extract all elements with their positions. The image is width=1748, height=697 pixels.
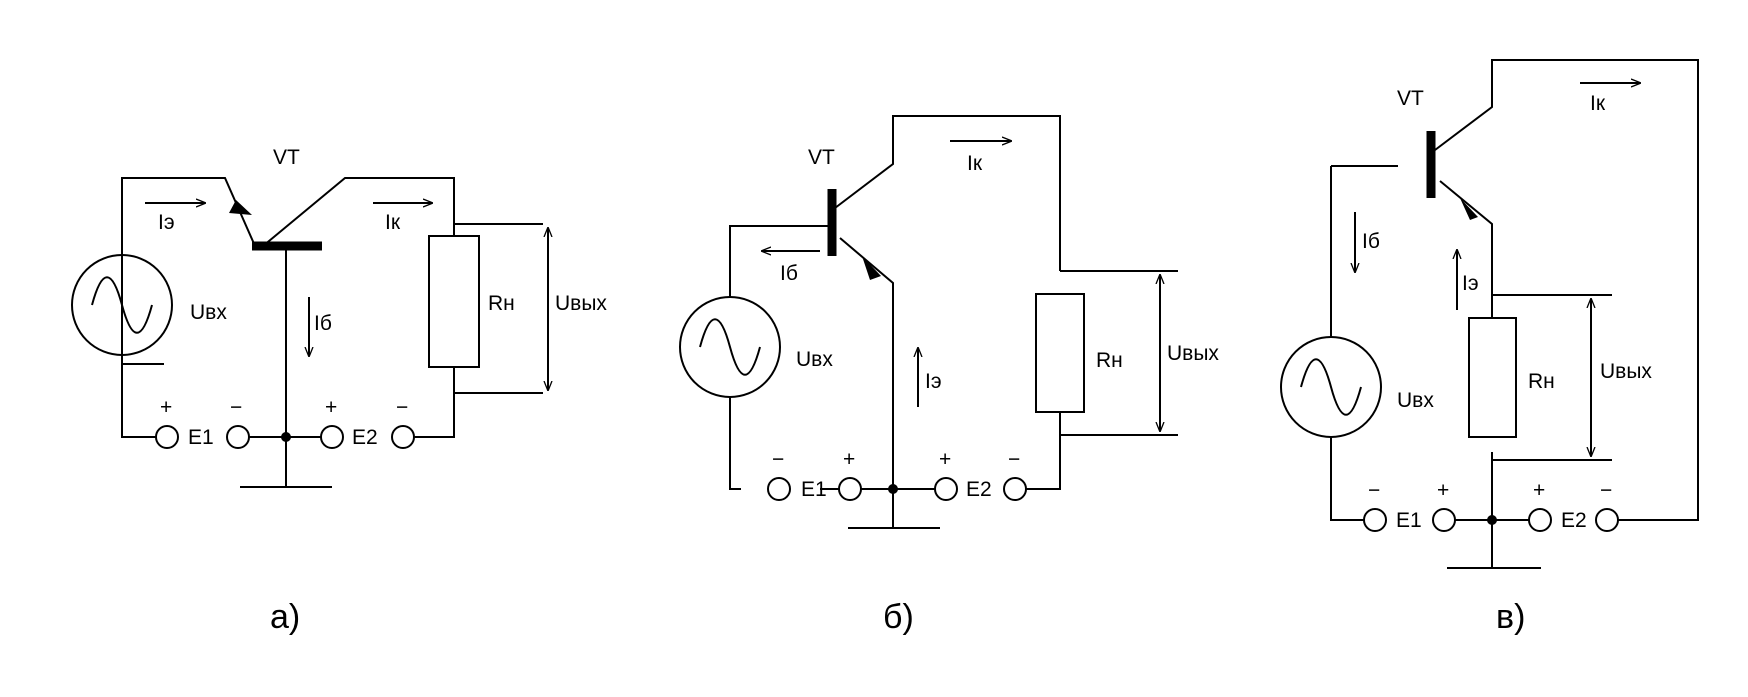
sine-icon	[1300, 358, 1362, 416]
emitter-wire	[839, 237, 894, 528]
emitter-arrow	[229, 200, 252, 215]
ac-source	[71, 254, 173, 356]
caption-v: в)	[1496, 598, 1525, 636]
rn-label: Rн	[1528, 370, 1555, 393]
terminal-e2-minus	[391, 425, 415, 449]
e1-minus-sign: −	[772, 448, 784, 471]
terminal-e1-minus	[1363, 508, 1387, 532]
collector-return-wire	[412, 367, 455, 438]
vt-label: VT	[1397, 87, 1424, 110]
collector-return-wire	[1026, 412, 1061, 490]
collector-wire	[1434, 59, 1699, 521]
e1-plus-sign: +	[1437, 479, 1449, 502]
terminal-e1-plus	[1432, 508, 1456, 532]
ib-label: Iб	[780, 262, 798, 285]
terminal-e2-plus	[1528, 508, 1552, 532]
emitter-arrow	[862, 256, 881, 280]
ie-label: Iэ	[1462, 272, 1479, 295]
terminal-e2-minus	[1595, 508, 1619, 532]
vt-label: VT	[808, 146, 835, 169]
vt-label: VT	[273, 146, 300, 169]
ac-source	[679, 296, 781, 398]
circuit-common-collector: VT Iк Iб Iэ Uвх Rн Uвых E1 E2 − + + − в)	[1280, 59, 1699, 636]
terminal-e2-minus	[1003, 477, 1027, 501]
junction-dot	[1487, 515, 1497, 525]
sine-icon	[699, 318, 761, 376]
uin-label: Uвх	[796, 348, 833, 371]
source-bottom-wire	[1330, 437, 1364, 521]
circuit-common-base: VT Iэ Iк Iб Uвх Rн Uвых E1 E2 + − + − а)	[71, 146, 607, 636]
junction-dot	[281, 432, 291, 442]
collector-wire	[262, 177, 455, 247]
terminal-e1-minus	[767, 477, 791, 501]
uout-label: Uвых	[555, 292, 607, 315]
uout-label: Uвых	[1167, 342, 1219, 365]
ik-label: Iк	[1590, 92, 1606, 115]
terminal-e1-minus	[226, 425, 250, 449]
collector-wire	[834, 115, 1061, 271]
e1-label: E1	[801, 478, 827, 501]
e2-minus-sign: −	[396, 396, 408, 419]
e1-label: E1	[1396, 509, 1422, 532]
rn-label: Rн	[1096, 349, 1123, 372]
uin-label: Uвх	[1397, 389, 1434, 412]
rn-label: Rн	[488, 292, 515, 315]
terminal-e2-plus	[320, 425, 344, 449]
e1-plus-sign: +	[160, 396, 172, 419]
load-resistor	[428, 235, 480, 368]
e2-label: E2	[966, 478, 992, 501]
emitter-wire	[1439, 180, 1493, 318]
source-bottom-wire	[121, 334, 156, 438]
caption-a: а)	[270, 598, 300, 636]
terminal-e1-plus	[155, 425, 179, 449]
e2-minus-sign: −	[1600, 479, 1612, 502]
uin-label: Uвх	[190, 301, 227, 324]
e1-minus-sign: −	[230, 396, 242, 419]
ib-label: Iб	[1362, 230, 1380, 253]
emitter-arrow	[1460, 198, 1478, 220]
sine-icon	[91, 276, 153, 334]
emitter-wire	[121, 177, 256, 365]
load-resistor	[1035, 293, 1085, 413]
terminal-e1-plus	[838, 477, 862, 501]
e1-label: E1	[188, 426, 214, 449]
load-resistor	[1468, 317, 1517, 438]
terminal-e2-plus	[934, 477, 958, 501]
e1-plus-sign: +	[843, 448, 855, 471]
base-wire	[729, 225, 835, 297]
ac-source	[1280, 336, 1382, 438]
ib-label: Iб	[314, 312, 332, 335]
e2-label: E2	[352, 426, 378, 449]
ik-label: Iк	[385, 211, 401, 234]
e2-label: E2	[1561, 509, 1587, 532]
uout-label: Uвых	[1600, 360, 1652, 383]
caption-b: б)	[883, 598, 914, 636]
e2-plus-sign: +	[325, 396, 337, 419]
e2-plus-sign: +	[939, 448, 951, 471]
e2-minus-sign: −	[1008, 448, 1020, 471]
e2-plus-sign: +	[1533, 479, 1545, 502]
ie-label: Iэ	[158, 211, 175, 234]
junction-dot	[888, 484, 898, 494]
e1-minus-sign: −	[1368, 479, 1380, 502]
source-bottom-wire	[729, 397, 741, 490]
circuit-common-emitter: VT Iк Iб Iэ Uвх Rн Uвых E1 E2 − + + − б)	[679, 115, 1219, 636]
ik-label: Iк	[967, 152, 983, 175]
ie-label: Iэ	[925, 370, 942, 393]
